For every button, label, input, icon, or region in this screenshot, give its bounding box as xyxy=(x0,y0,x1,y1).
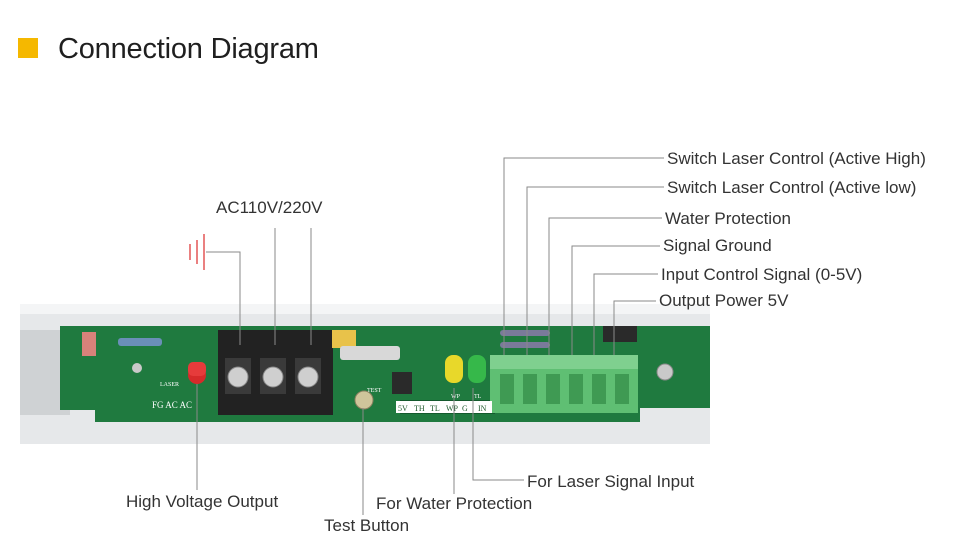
yellow-led xyxy=(445,355,463,383)
silk-laser: LASER xyxy=(160,382,179,388)
test-button-screw xyxy=(354,390,374,410)
line-switch-high xyxy=(503,157,664,355)
silk-signal-label: WP xyxy=(446,404,459,413)
line-ground xyxy=(206,251,241,345)
label-for-laser-signal: For Laser Signal Input xyxy=(527,472,695,491)
leader-lines xyxy=(196,157,664,515)
label-water-protection: Water Protection xyxy=(665,209,791,228)
silk-test: TEST xyxy=(367,388,382,394)
label-input-control: Input Control Signal (0-5V) xyxy=(661,265,863,284)
line-switch-low xyxy=(526,186,664,355)
label-output-power: Output Power 5V xyxy=(659,291,789,310)
fuse-holder xyxy=(332,330,356,348)
line-ground-signal xyxy=(571,245,660,355)
label-signal-ground: Signal Ground xyxy=(663,236,772,255)
signal-slot-4 xyxy=(569,374,583,404)
screw-right xyxy=(656,363,674,381)
label-ac-input: AC110V/220V xyxy=(216,198,323,217)
label-for-water-protection: For Water Protection xyxy=(376,494,533,513)
ic-chip xyxy=(603,326,637,342)
signal-slot-3 xyxy=(546,374,560,404)
resistor-2 xyxy=(500,330,550,336)
ac-screw-1 xyxy=(227,366,249,388)
silk-signal-label: 5V xyxy=(398,404,408,413)
silk-signal-label: TH xyxy=(414,404,425,413)
silk-signal-label: IN xyxy=(478,404,487,413)
silk-ac-terminal: FG AC AC xyxy=(152,400,192,410)
ac-screw-2 xyxy=(262,366,284,388)
silk-signal-label: G xyxy=(462,404,468,413)
silk-signal-label: TL xyxy=(430,404,440,413)
silk-signal-bg xyxy=(396,401,492,413)
silk-wp: WP xyxy=(451,394,461,400)
ground-symbol-icon xyxy=(189,234,205,270)
fuse xyxy=(340,346,400,360)
signal-slot-6 xyxy=(615,374,629,404)
test-switch xyxy=(392,372,412,394)
signal-slot-1 xyxy=(500,374,514,404)
title-accent-square xyxy=(18,38,38,58)
label-test-button: Test Button xyxy=(324,516,410,535)
line-water xyxy=(548,217,662,355)
label-switch-high: Switch Laser Control (Active High) xyxy=(667,149,926,168)
label-switch-low: Switch Laser Control (Active low) xyxy=(667,178,917,197)
screw-hole-left xyxy=(132,363,142,373)
ac-screw-3 xyxy=(297,366,319,388)
resistor xyxy=(118,338,162,346)
silk-tl: TL xyxy=(474,394,482,400)
signal-slot-2 xyxy=(523,374,537,404)
page-title: Connection Diagram xyxy=(58,33,319,65)
label-high-voltage-output: High Voltage Output xyxy=(126,492,279,511)
signal-slot-5 xyxy=(592,374,606,404)
line-output-power xyxy=(613,300,656,355)
pcb-connector xyxy=(82,332,96,356)
green-led xyxy=(468,355,486,383)
line-input-control xyxy=(593,273,658,355)
resistor-3 xyxy=(500,342,550,348)
signal-terminal-top xyxy=(490,355,638,369)
red-led-body xyxy=(188,362,206,376)
casing-top-edge xyxy=(20,304,710,314)
line-laser-signal xyxy=(472,388,524,481)
